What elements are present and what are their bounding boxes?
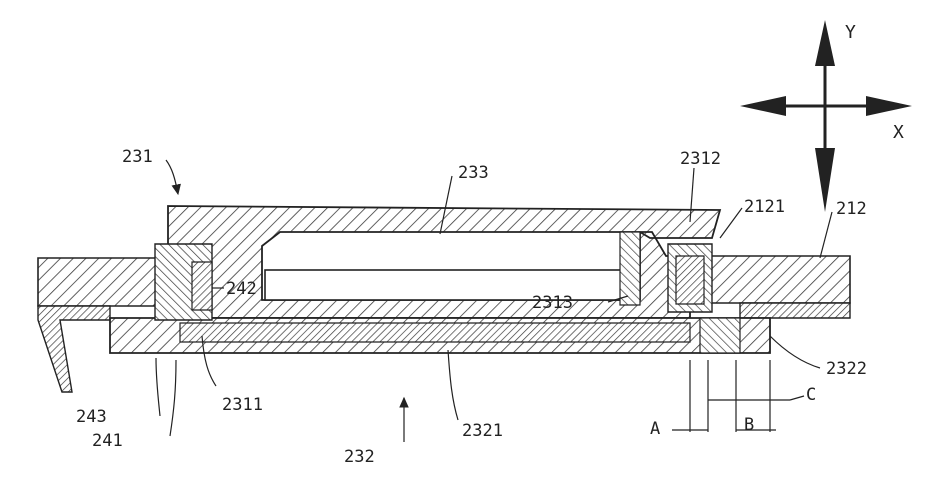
right-ring-inner <box>676 256 704 304</box>
x-arrow-left-icon <box>740 96 786 116</box>
label-212: 212 <box>836 199 867 219</box>
leader-2322 <box>770 336 820 368</box>
dimension-lines <box>672 360 790 432</box>
coordinate-axes: Y X <box>740 20 912 212</box>
base-plate-left <box>38 258 160 306</box>
leader-243 <box>156 358 160 416</box>
leader-231 <box>166 160 178 194</box>
x-arrow-right-icon <box>866 96 912 116</box>
leader-2121 <box>720 208 742 238</box>
left-ring-inner <box>192 262 212 310</box>
label-dim-c: C <box>806 385 816 405</box>
y-axis-label: Y <box>845 22 856 43</box>
x-axis-label: X <box>893 122 904 143</box>
label-242: 242 <box>226 279 257 299</box>
label-2311: 2311 <box>222 395 263 415</box>
inner-cavity <box>265 270 630 300</box>
label-2312: 2312 <box>680 149 721 169</box>
left-lip <box>38 306 110 392</box>
leader-241 <box>170 360 176 436</box>
y-arrow-down-icon <box>815 148 835 212</box>
base-plate-right <box>690 256 850 303</box>
label-dim-b: B <box>744 415 754 435</box>
label-2313: 2313 <box>532 293 573 313</box>
label-243: 243 <box>76 407 107 427</box>
bottom-cover-232 <box>110 318 770 353</box>
right-lip <box>740 303 850 318</box>
inner-wall-2313 <box>620 232 640 305</box>
leader-212 <box>820 212 832 258</box>
bottom-strip-2321 <box>180 323 690 342</box>
label-232: 232 <box>344 447 375 467</box>
label-233: 233 <box>458 163 489 183</box>
y-arrow-up-icon <box>815 20 835 66</box>
label-2121: 2121 <box>744 197 785 217</box>
label-2322: 2322 <box>826 359 867 379</box>
leader-2321 <box>448 350 458 420</box>
label-dim-a: A <box>650 419 660 439</box>
housing-233 <box>168 206 720 318</box>
leader-c <box>790 396 804 400</box>
bottom-seal-2322 <box>700 318 740 353</box>
label-2321: 2321 <box>462 421 503 441</box>
label-231: 231 <box>122 147 153 167</box>
label-241: 241 <box>92 431 123 451</box>
